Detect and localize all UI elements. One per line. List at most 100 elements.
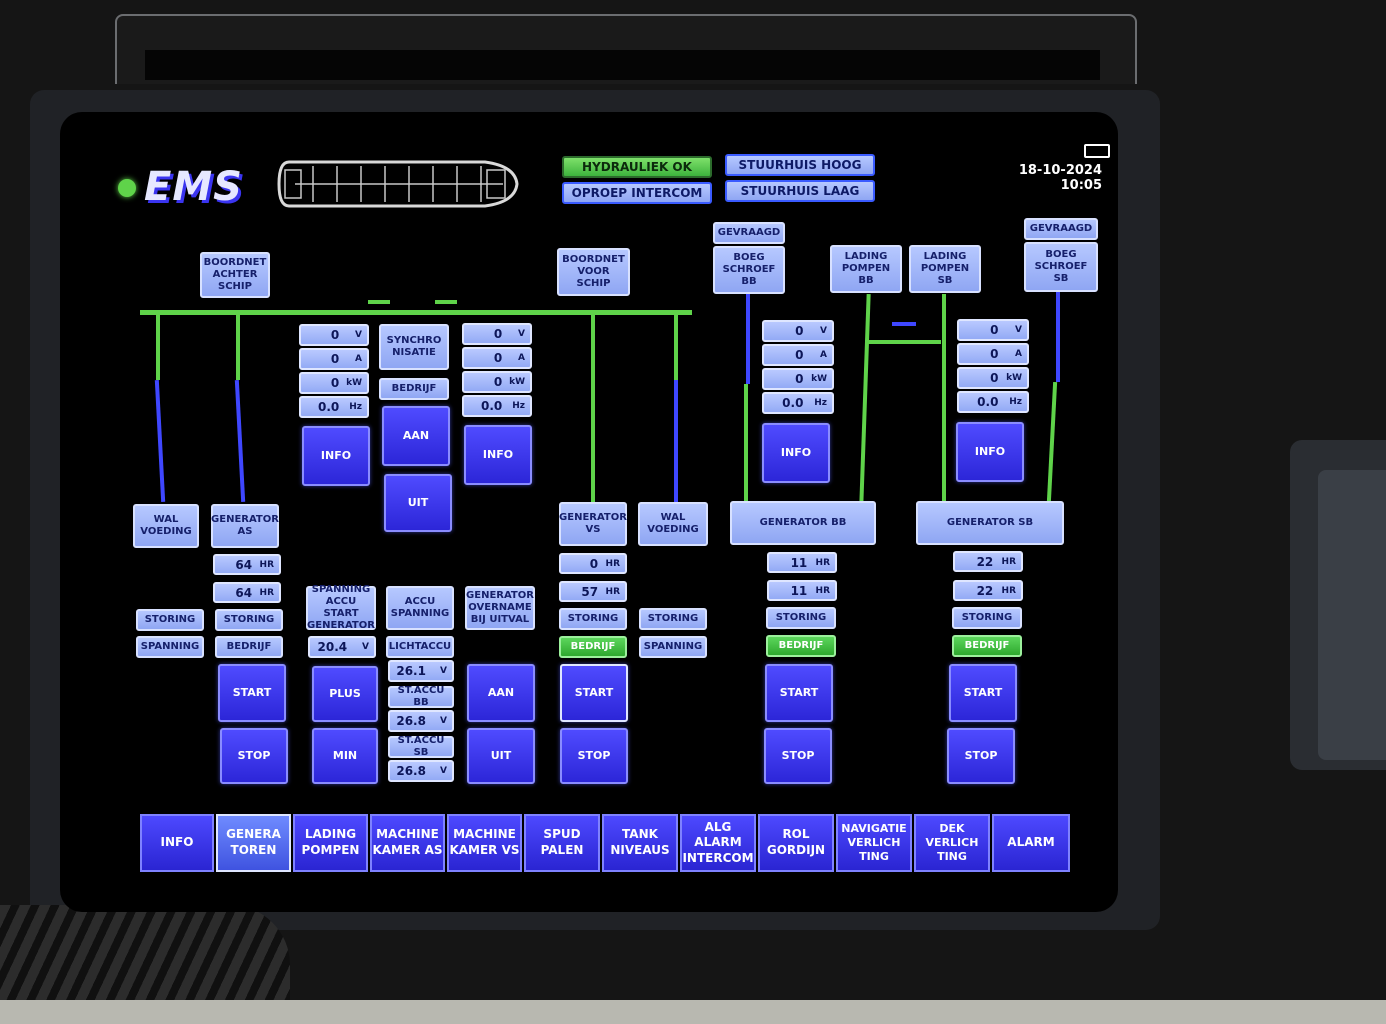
stuurhuis-laag-button[interactable]: STUURHUIS LAAG [725, 180, 875, 202]
gen-bb-stop-button[interactable]: STOP [764, 728, 832, 784]
info-vs-button[interactable]: INFO [464, 425, 532, 485]
gen-sb-green [1046, 381, 1058, 503]
nav-rolgordijn[interactable]: ROL GORDIJN [758, 814, 834, 872]
accu-spanning-label: ACCU SPANNING [386, 586, 454, 630]
hydrauliek-ok-button[interactable]: HYDRAULIEK OK [562, 156, 712, 178]
nav-spud-palen[interactable]: SPUD PALEN [524, 814, 600, 872]
side-device-panel [1318, 470, 1386, 760]
boordnet-achter-label: BOORDNET ACHTER SCHIP [200, 252, 270, 298]
oproep-intercom-button[interactable]: OPROEP INTERCOM [562, 182, 712, 204]
staccu-bb-label: ST.ACCU BB [388, 685, 454, 708]
spanning-accu-start-label: SPANNING ACCU START GENERATOR [306, 584, 376, 631]
gen-vs-line [591, 312, 595, 502]
nav-info[interactable]: INFO [140, 814, 214, 872]
nav-generatoren[interactable]: GENERA TOREN [216, 814, 291, 872]
nav-alarm[interactable]: ALARM [992, 814, 1070, 872]
gevraagd-bb-label: GEVRAAGD [713, 222, 785, 244]
boeg-schroef-bb-label: BOEG SCHROEF BB [713, 246, 785, 294]
nav-navigatieverlichting[interactable]: NAVIGATIE VERLICH TING [836, 814, 912, 872]
status-led [118, 179, 136, 197]
gen-as-bedrijf: BEDRIJF [215, 636, 283, 658]
wal-voeding-as-label: WAL VOEDING [133, 504, 199, 548]
gen-as-stop-button[interactable]: STOP [220, 728, 288, 784]
gen-bb-green [744, 384, 748, 502]
nav-lading-pompen[interactable]: LADING POMPEN [293, 814, 368, 872]
boordnet-voor-label: BOORDNET VOOR SCHIP [557, 248, 630, 296]
staccu-sb-label: ST.ACCU SB [388, 735, 454, 758]
info-sb-button[interactable]: INFO [956, 422, 1024, 482]
wal-as-green [156, 312, 160, 380]
gen-sb-storing: STORING [952, 607, 1022, 629]
gen-bb-start-button[interactable]: START [765, 664, 833, 722]
monitor-slot [145, 50, 1100, 80]
bus-coupler-2 [435, 300, 457, 304]
gen-vs-bedrijf: BEDRIJF [559, 636, 627, 658]
datetime: 18-10-2024 10:05 [1018, 163, 1102, 193]
generator-bb-label: GENERATOR BB [730, 501, 876, 545]
sync-aan-button[interactable]: AAN [382, 406, 450, 466]
overname-uit-button[interactable]: UIT [467, 728, 535, 784]
gen-as-start-button[interactable]: START [218, 664, 286, 722]
generator-sb-label: GENERATOR SB [916, 501, 1064, 545]
overname-aan-button[interactable]: AAN [467, 664, 535, 722]
gen-sb-start-button[interactable]: START [949, 664, 1017, 722]
gevraagd-sb-label: GEVRAAGD [1024, 218, 1098, 240]
wal-voeding-vs-label: WAL VOEDING [638, 502, 708, 546]
gen-bb-storing: STORING [766, 607, 836, 629]
info-as-button[interactable]: INFO [302, 426, 370, 486]
gen-vs-start-button[interactable]: START [560, 664, 628, 722]
wal-as-blue [154, 379, 166, 503]
boeg-sb-blue [1056, 292, 1060, 382]
boeg-schroef-sb-label: BOEG SCHROEF SB [1024, 242, 1098, 292]
stuurhuis-hoog-button[interactable]: STUURHUIS HOOG [725, 154, 875, 176]
lichtaccu-label: LICHTACCU [386, 636, 454, 658]
nav-dekverlichting[interactable]: DEK VERLICH TING [914, 814, 990, 872]
desk-edge [0, 1000, 1386, 1024]
plus-button[interactable]: PLUS [312, 666, 378, 722]
gen-as-storing: STORING [215, 609, 283, 631]
nav-tank-niveaus[interactable]: TANK NIVEAUS [602, 814, 678, 872]
wal-vs-blue [674, 380, 678, 502]
nav-alg-alarm-intercom[interactable]: ALG ALARM INTERCOM [680, 814, 756, 872]
nav-machinekamer-vs[interactable]: MACHINE KAMER VS [447, 814, 522, 872]
min-button[interactable]: MIN [312, 728, 378, 784]
gen-sb-stop-button[interactable]: STOP [947, 728, 1015, 784]
boeg-bb-blue [746, 294, 750, 384]
gen-vs-stop-button[interactable]: STOP [560, 728, 628, 784]
generator-overname-label: GENERATOR OVERNAME BIJ UITVAL [465, 586, 535, 630]
lading-coupler [892, 322, 916, 326]
sync-uit-button[interactable]: UIT [384, 474, 452, 532]
ems-screen: EMS HYDRAULIEK OK OPROEP INTERCOM STUURH… [60, 112, 1118, 912]
gen-sb-bedrijf: BEDRIJF [952, 635, 1022, 657]
nav-machinekamer-as[interactable]: MACHINE KAMER AS [370, 814, 445, 872]
generator-as-label: GENERATOR AS [211, 504, 279, 548]
wal-vs-green [674, 312, 678, 380]
wal-vs-storing: STORING [639, 608, 707, 630]
bus-coupler-1 [368, 300, 390, 304]
info-bb-button[interactable]: INFO [762, 423, 830, 483]
generator-vs-label: GENERATOR VS [559, 502, 627, 546]
usb-icon [1084, 144, 1110, 158]
synchronisatie-label: SYNCHRO NISATIE [379, 324, 449, 370]
main-busbar [140, 310, 692, 315]
lading-pompen-sb-label: LADING POMPEN SB [909, 245, 981, 293]
